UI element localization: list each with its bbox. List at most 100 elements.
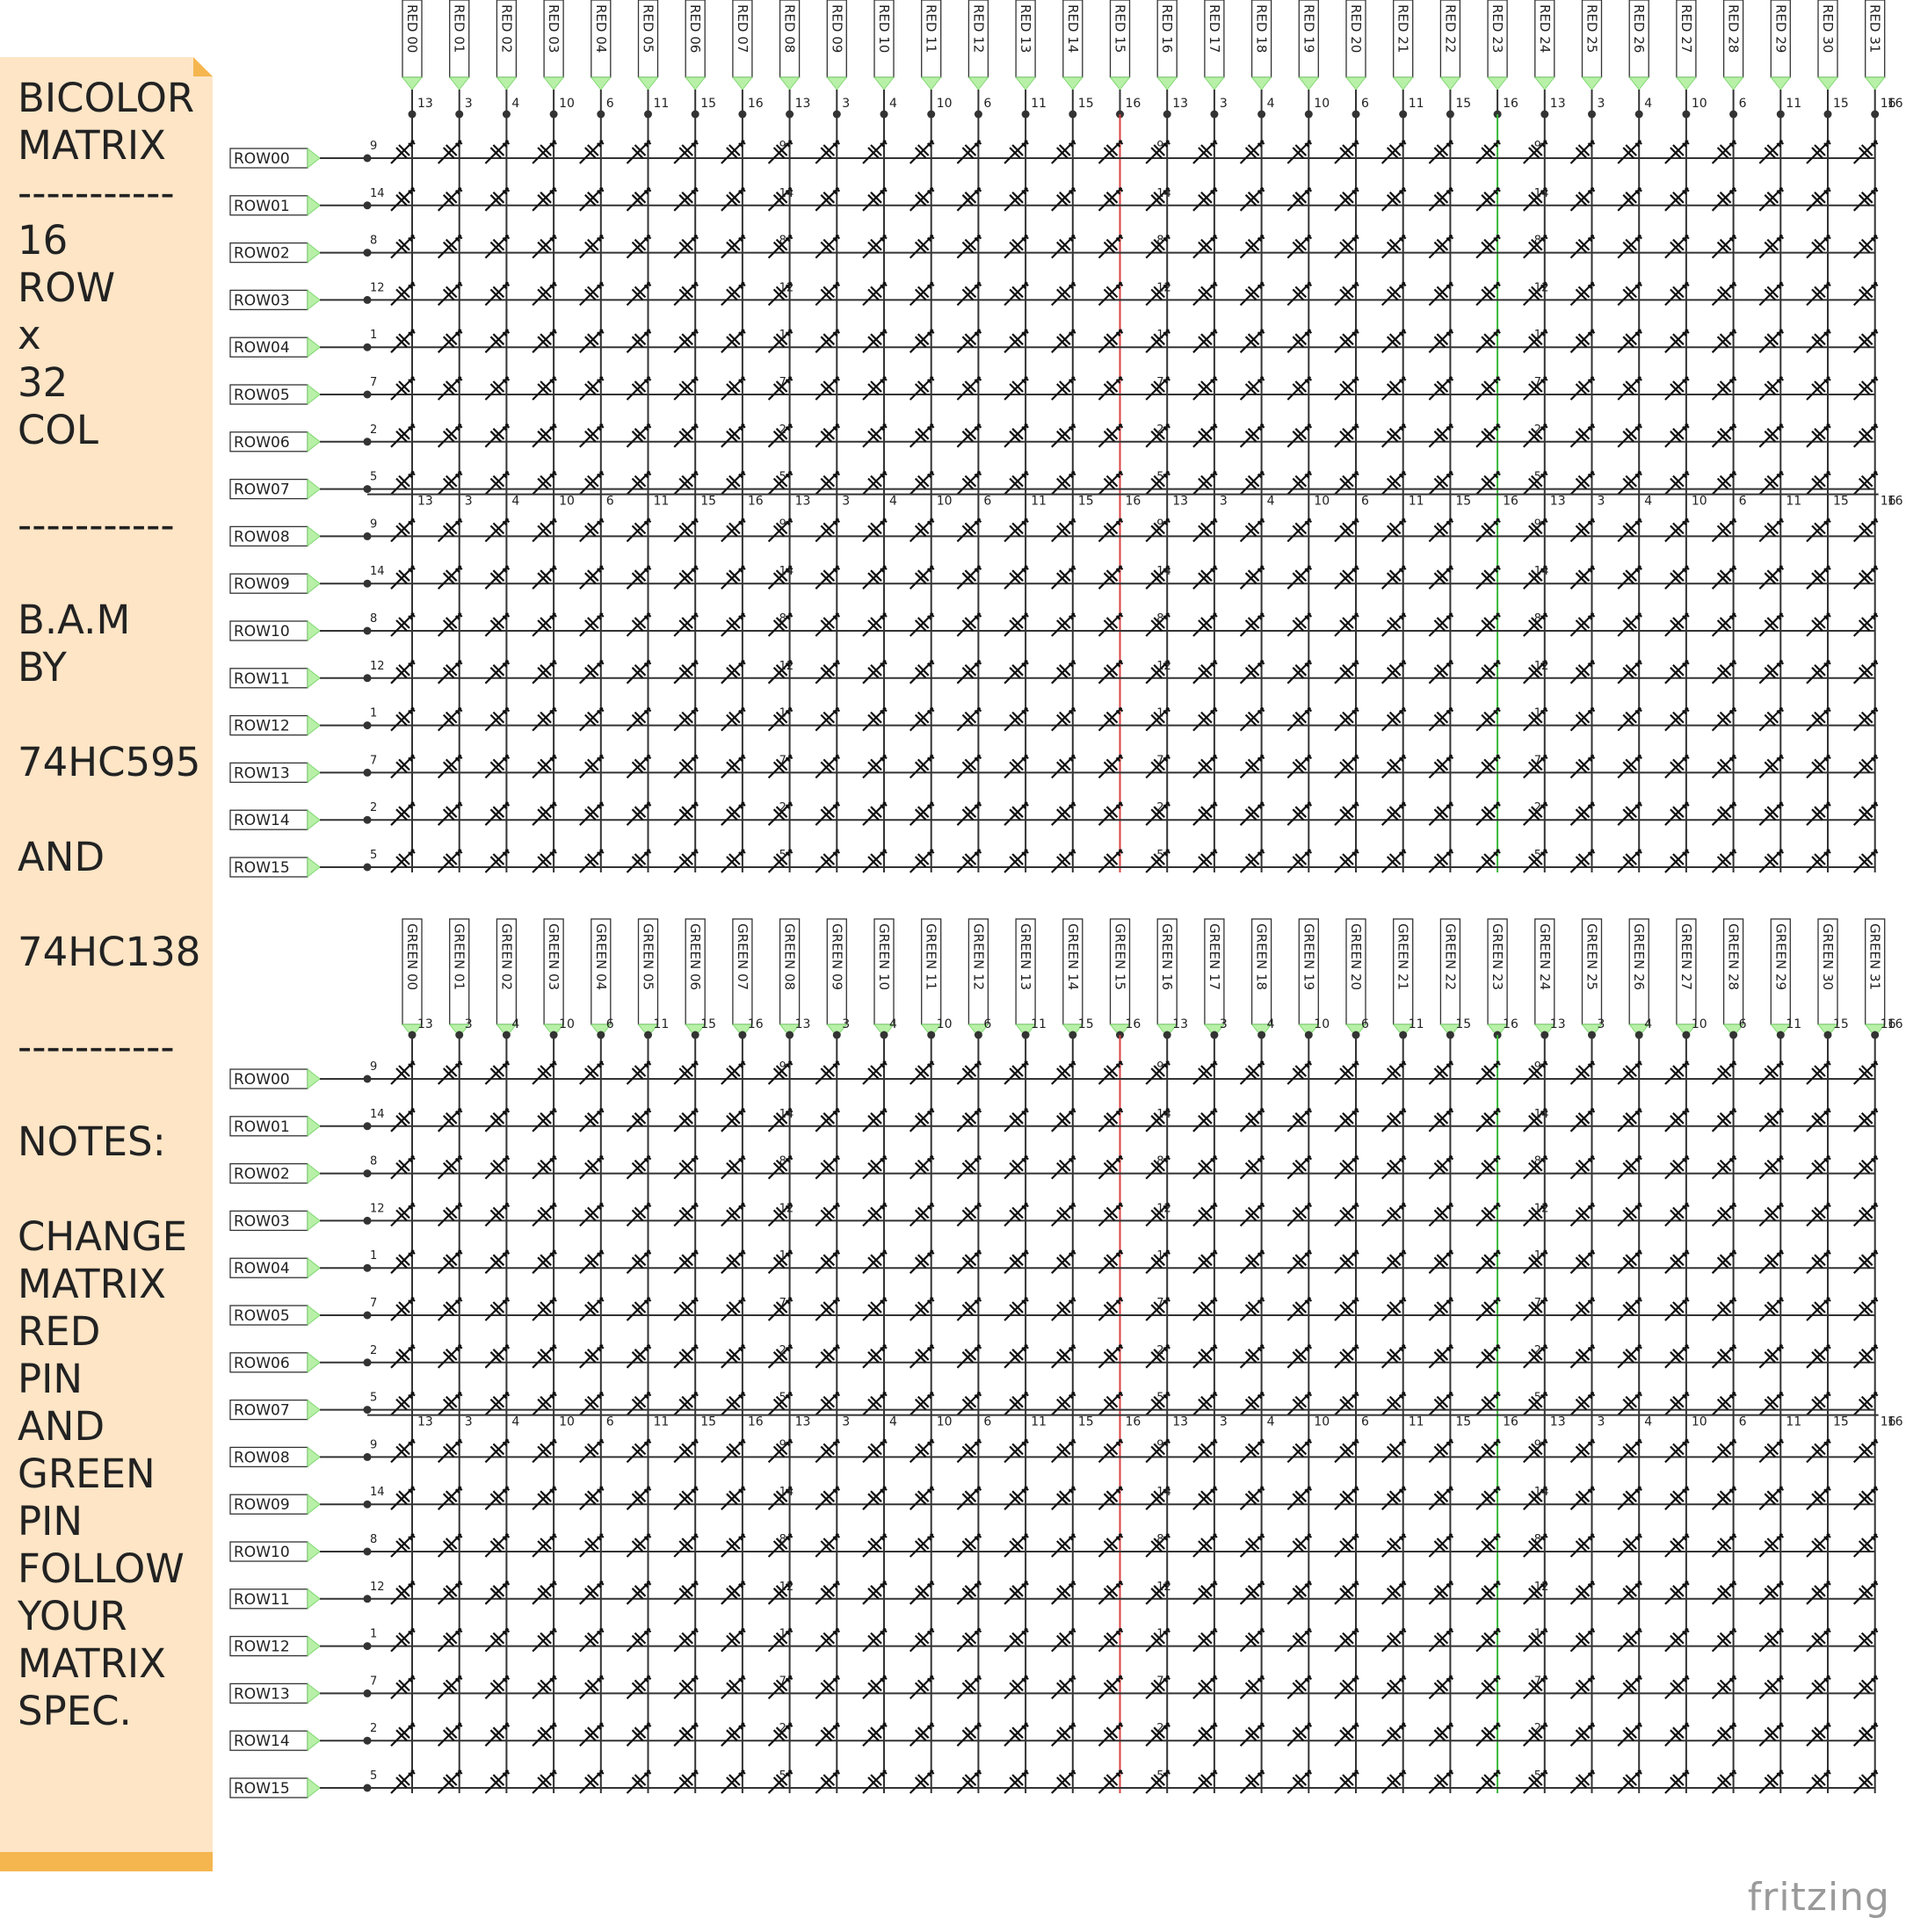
- led-body: [489, 706, 511, 727]
- column-label: GREEN 22: [1442, 923, 1458, 990]
- led-body: [1858, 565, 1879, 584]
- led-body: [631, 1060, 652, 1080]
- led-symbol: [815, 470, 841, 496]
- led-symbol: [1852, 1627, 1879, 1653]
- led-body: [1622, 1581, 1642, 1600]
- column-pin-number: 3: [842, 495, 850, 509]
- led-body: [395, 1581, 416, 1600]
- led-body: [1103, 1297, 1124, 1316]
- led-body: [772, 423, 794, 443]
- led-symbol: [1004, 1769, 1029, 1794]
- led-symbol: [1004, 1533, 1029, 1558]
- led-body: [442, 801, 463, 821]
- row-pin-number: 9: [779, 140, 786, 153]
- led-symbol: [1051, 1722, 1076, 1747]
- column-pin-number: 11: [1409, 495, 1424, 509]
- led-symbol: [1664, 187, 1690, 212]
- led-symbol: [1664, 140, 1690, 164]
- led-symbol: [1051, 1249, 1076, 1274]
- led-symbol: [1192, 1627, 1218, 1653]
- column-pin-number: 6: [1739, 1017, 1747, 1031]
- led-symbol: [721, 1297, 746, 1321]
- led-body: [1292, 1202, 1313, 1222]
- row-pin: [307, 147, 321, 170]
- led-body: [772, 1249, 794, 1269]
- row-label: ROW10: [234, 1544, 290, 1561]
- led-body: [1764, 612, 1785, 632]
- junction-dot: [363, 721, 372, 730]
- junction-dot: [363, 768, 372, 777]
- led-body: [961, 565, 982, 584]
- led-symbol: [815, 565, 841, 590]
- led-symbol: [1475, 1581, 1501, 1605]
- led-body: [1716, 140, 1737, 159]
- led-symbol: [484, 1533, 511, 1558]
- led-symbol: [1664, 376, 1690, 401]
- led-symbol: [1239, 565, 1265, 590]
- led-body: [489, 754, 511, 774]
- led-symbol: [1334, 1722, 1359, 1747]
- led-symbol: [1569, 565, 1596, 590]
- led-symbol: [1523, 1060, 1548, 1085]
- column-label: RED 24: [1537, 4, 1553, 53]
- led-body: [1764, 1581, 1785, 1600]
- led-body: [914, 281, 935, 301]
- led-symbol: [579, 1438, 605, 1464]
- row-pin-number: 12: [1534, 281, 1549, 294]
- led-symbol: [1051, 1391, 1076, 1416]
- led-body: [1198, 1344, 1218, 1364]
- led-symbol: [437, 423, 463, 448]
- led-body: [395, 565, 416, 584]
- column-pin-number: 3: [1598, 1415, 1605, 1429]
- led-body: [1244, 801, 1265, 821]
- led-symbol: [1711, 1533, 1737, 1558]
- led-symbol: [1004, 1154, 1029, 1180]
- led-body: [1056, 329, 1076, 348]
- led-body: [1244, 1391, 1265, 1411]
- led-body: [1622, 281, 1642, 301]
- connector-pin: [1864, 76, 1886, 90]
- row-pin-number: 5: [1534, 471, 1541, 484]
- led-symbol: [1758, 706, 1785, 732]
- column-pin-number: 11: [1031, 1415, 1047, 1429]
- led-symbol: [1569, 470, 1596, 496]
- led-symbol: [1475, 706, 1501, 732]
- connector-pin: [1062, 76, 1083, 90]
- led-symbol: [1192, 1533, 1218, 1558]
- led-body: [1386, 1722, 1407, 1741]
- led-body: [1764, 849, 1785, 868]
- row-label: ROW03: [234, 1212, 290, 1230]
- led-body: [726, 1344, 746, 1364]
- led-body: [914, 517, 935, 538]
- column-pin-number: 3: [1220, 97, 1228, 111]
- note-line: CHANGE: [18, 1213, 188, 1260]
- connector-pin: [1156, 76, 1178, 90]
- column-pin-number: 16: [1881, 495, 1896, 509]
- led-symbol: [815, 1533, 841, 1558]
- led-body: [489, 234, 511, 254]
- led-symbol: [1334, 1344, 1359, 1369]
- led-body: [1575, 376, 1596, 395]
- led-body: [631, 1297, 652, 1316]
- row-pin-number: 2: [779, 801, 786, 814]
- row-pin-number: 8: [1156, 612, 1163, 626]
- column-pin-number: 15: [700, 1415, 716, 1429]
- led-body: [1670, 565, 1690, 584]
- led-body: [1386, 234, 1407, 254]
- row-pin-number: 9: [1156, 140, 1163, 153]
- led-symbol: [1239, 1344, 1265, 1369]
- led-symbol: [767, 1108, 794, 1132]
- led-symbol: [1428, 849, 1454, 873]
- led-symbol: [1098, 234, 1124, 259]
- led-symbol: [1852, 706, 1879, 732]
- led-body: [1198, 801, 1218, 821]
- led-body: [726, 1486, 746, 1505]
- led-body: [442, 376, 463, 395]
- led-body: [914, 1108, 935, 1127]
- row-pin-number: 1: [370, 707, 377, 720]
- led-symbol: [1239, 1627, 1265, 1653]
- led-body: [1339, 1486, 1359, 1505]
- junction-dot: [363, 579, 372, 588]
- led-body: [442, 1297, 463, 1316]
- column-pin-number: 16: [1126, 495, 1141, 509]
